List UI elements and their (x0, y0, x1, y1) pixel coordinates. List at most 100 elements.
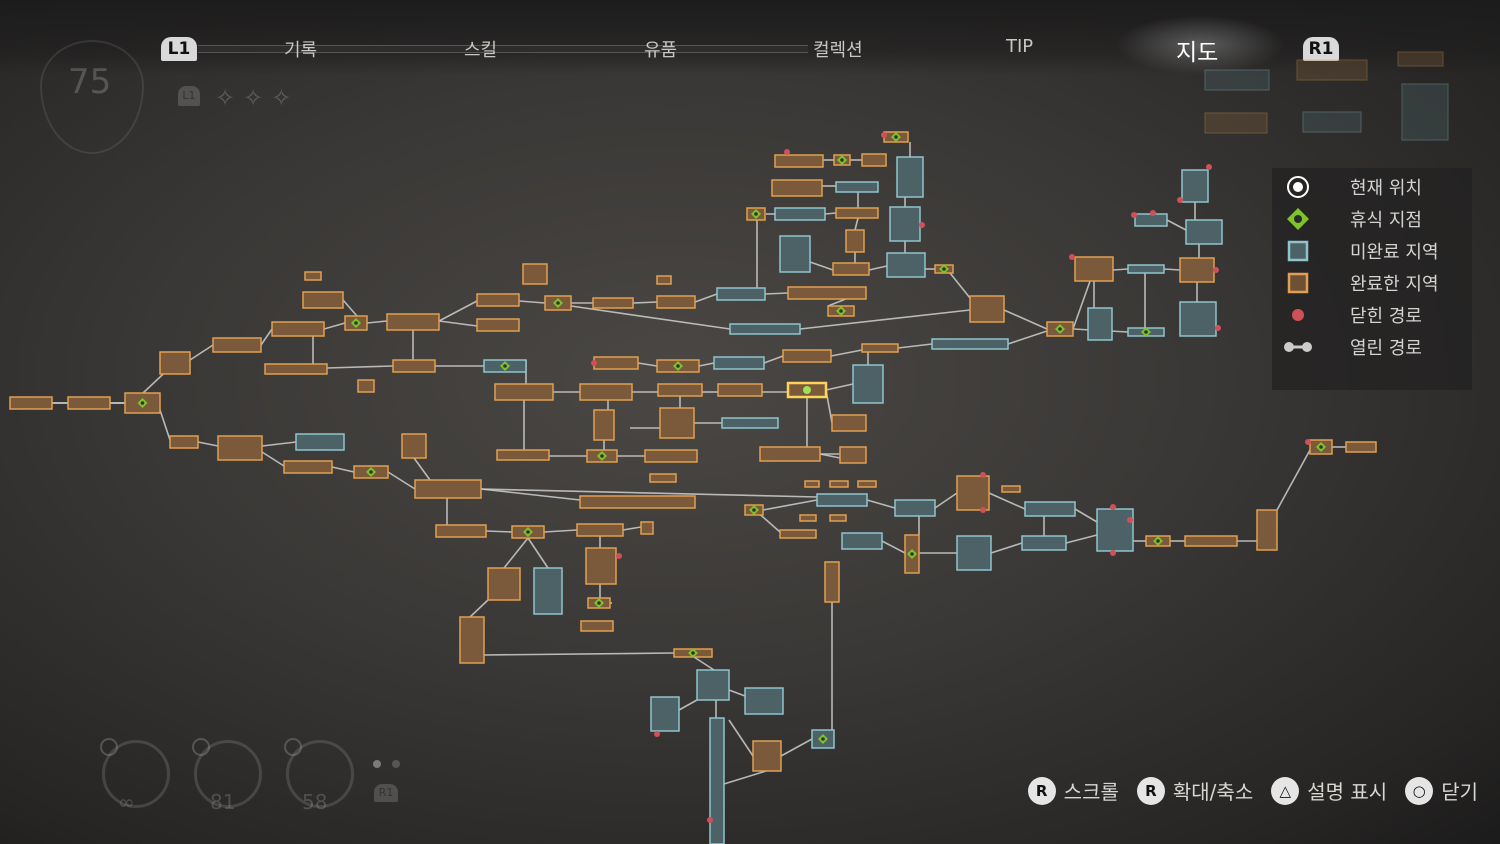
incomplete-area-room[interactable] (1087, 307, 1113, 341)
completed-area-room[interactable] (1046, 321, 1074, 337)
completed-area-room[interactable] (435, 524, 487, 538)
incomplete-area-room[interactable] (811, 729, 835, 749)
incomplete-area-room[interactable] (835, 181, 879, 193)
completed-area-room[interactable] (304, 271, 322, 281)
incomplete-area-room[interactable] (816, 493, 868, 507)
completed-area-room[interactable] (829, 480, 849, 488)
current-room[interactable] (786, 381, 828, 399)
incomplete-area-room[interactable] (729, 323, 801, 335)
completed-area-room[interactable] (1179, 257, 1215, 283)
completed-area-room[interactable] (1256, 509, 1278, 551)
completed-area-room[interactable] (487, 567, 521, 601)
completed-area-room[interactable] (752, 740, 782, 772)
completed-area-room[interactable] (771, 179, 823, 197)
incomplete-area-room[interactable] (696, 669, 730, 701)
completed-area-room[interactable] (1001, 485, 1021, 493)
completed-area-room[interactable] (774, 154, 824, 168)
completed-area-room[interactable] (386, 313, 440, 331)
incomplete-area-room[interactable] (744, 687, 784, 715)
incomplete-area-room[interactable] (779, 235, 811, 273)
completed-area-room[interactable] (587, 597, 611, 609)
r1-button[interactable]: R1 (1303, 37, 1339, 61)
incomplete-area-room[interactable] (533, 567, 563, 615)
completed-area-room[interactable] (1184, 535, 1238, 547)
l1-button[interactable]: L1 (161, 37, 197, 61)
completed-area-room[interactable] (799, 514, 817, 522)
completed-area-room[interactable] (657, 383, 703, 397)
hint-description[interactable]: △설명 표시 (1271, 776, 1387, 805)
completed-area-room[interactable] (353, 465, 389, 479)
completed-area-room[interactable] (656, 275, 672, 285)
completed-area-room[interactable] (476, 318, 520, 332)
completed-area-room[interactable] (283, 460, 333, 474)
incomplete-area-room[interactable] (841, 532, 883, 550)
incomplete-area-room[interactable] (295, 433, 345, 451)
completed-area-room[interactable] (494, 383, 554, 401)
completed-area-room[interactable] (779, 529, 817, 539)
completed-area-room[interactable] (401, 433, 427, 459)
completed-area-room[interactable] (592, 297, 634, 309)
completed-area-room[interactable] (576, 523, 624, 537)
completed-area-room[interactable] (956, 475, 990, 511)
tab-records[interactable]: 기록 (284, 40, 318, 61)
completed-area-room[interactable] (579, 383, 633, 401)
tab-map[interactable]: 지도 (1176, 40, 1219, 66)
completed-area-room[interactable] (717, 383, 763, 397)
completed-area-room[interactable] (212, 337, 262, 353)
completed-area-room[interactable] (580, 620, 614, 632)
completed-area-room[interactable] (1074, 256, 1114, 282)
completed-area-room[interactable] (833, 154, 851, 166)
completed-area-room[interactable] (759, 446, 821, 462)
completed-area-room[interactable] (831, 414, 867, 432)
completed-area-room[interactable] (744, 504, 764, 516)
completed-area-room[interactable] (1145, 535, 1171, 547)
completed-area-room[interactable] (656, 295, 696, 309)
incomplete-area-room[interactable] (721, 417, 779, 429)
incomplete-area-room[interactable] (1024, 501, 1076, 517)
completed-area-room[interactable] (585, 547, 617, 585)
incomplete-area-room[interactable] (1096, 508, 1134, 552)
completed-area-room[interactable] (124, 392, 161, 414)
incomplete-area-room[interactable] (709, 717, 725, 844)
completed-area-room[interactable] (9, 396, 53, 410)
incomplete-area-room[interactable] (852, 364, 884, 404)
completed-area-room[interactable] (344, 315, 368, 331)
completed-area-room[interactable] (1309, 439, 1333, 455)
incomplete-area-room[interactable] (713, 356, 765, 370)
completed-area-room[interactable] (392, 359, 436, 373)
incomplete-area-room[interactable] (931, 338, 1009, 350)
completed-area-room[interactable] (839, 446, 867, 464)
completed-area-room[interactable] (832, 262, 870, 276)
completed-area-room[interactable] (746, 207, 766, 221)
completed-area-room[interactable] (656, 359, 700, 373)
incomplete-area-room[interactable] (1134, 213, 1168, 227)
completed-area-room[interactable] (593, 356, 639, 370)
completed-area-room[interactable] (496, 449, 550, 461)
completed-area-room[interactable] (586, 449, 618, 463)
completed-area-room[interactable] (782, 349, 832, 363)
completed-area-room[interactable] (861, 343, 899, 353)
completed-area-room[interactable] (579, 495, 696, 509)
incomplete-area-room[interactable] (1185, 219, 1223, 245)
incomplete-area-room[interactable] (896, 156, 924, 198)
completed-area-room[interactable] (659, 407, 695, 439)
incomplete-area-room[interactable] (956, 535, 992, 571)
incomplete-area-room[interactable] (1179, 301, 1217, 337)
completed-area-room[interactable] (829, 514, 847, 522)
completed-area-room[interactable] (511, 525, 545, 539)
completed-area-room[interactable] (827, 305, 855, 317)
completed-area-room[interactable] (824, 561, 840, 603)
incomplete-area-room[interactable] (1127, 264, 1165, 274)
completed-area-room[interactable] (544, 295, 572, 311)
incomplete-area-room[interactable] (650, 696, 680, 732)
incomplete-area-room[interactable] (716, 287, 766, 301)
completed-area-room[interactable] (804, 480, 820, 488)
completed-area-room[interactable] (883, 131, 909, 143)
completed-area-room[interactable] (169, 435, 199, 449)
completed-area-room[interactable] (522, 263, 548, 285)
completed-area-room[interactable] (414, 479, 482, 499)
completed-area-room[interactable] (459, 616, 485, 664)
incomplete-area-room[interactable] (886, 252, 926, 278)
